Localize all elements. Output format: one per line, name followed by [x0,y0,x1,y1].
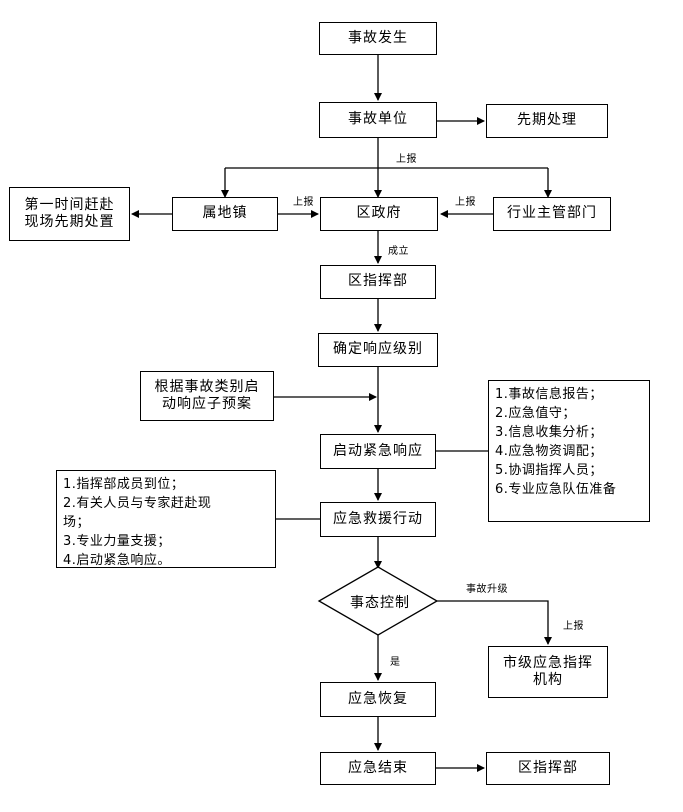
node-accident-unit-text: 事故单位 [348,111,408,128]
node-industry-dept-text: 行业主管部门 [507,205,597,222]
node-accident-unit: 事故单位 [319,102,437,138]
response-task-6: 6.专业应急队伍准备 [495,482,617,497]
hq-task-4: 4.启动紧急响应。 [63,553,171,568]
hq-task-2-cont: 场； [63,515,91,530]
decision-diamond [317,566,439,636]
response-task-4: 4.应急物资调配； [495,444,603,459]
node-district-hq: 区指挥部 [320,265,436,299]
arrow-control-to-city [437,600,552,645]
node-local-town: 属地镇 [172,197,278,231]
hq-task-3: 3.专业力量支援； [63,534,171,549]
node-first-time-arrive: 第一时间赶赴 现场先期处置 [9,187,130,241]
node-emergency-end-text: 应急结束 [348,759,408,776]
node-city-hq: 市级应急指挥 机构 [488,646,608,698]
node-start-emergency-response: 启动紧急响应 [320,434,436,469]
node-city-hq-text: 市级应急指挥 机构 [503,655,593,690]
node-activate-plan-line2: 动响应子预案 [162,396,252,412]
node-district-hq-text: 区指挥部 [348,273,408,290]
hq-task-2: 2.有关人员与专家赶赴现 [63,496,212,511]
node-industry-dept: 行业主管部门 [493,197,611,231]
response-task-5: 5.协调指挥人员； [495,463,603,478]
node-emergency-end: 应急结束 [320,752,436,785]
response-task-1: 1.事故信息报告； [495,387,603,402]
hq-task-1: 1.指挥部成员到位； [63,477,185,492]
label-escalate: 事故升级 [466,584,508,595]
label-report-up-top: 上报 [396,154,417,165]
node-first-time-arrive-text: 第一时间赶赴 现场先期处置 [25,197,115,232]
node-determine-level-text: 确定响应级别 [333,341,423,358]
node-response-tasks: 1.事故信息报告； 2.应急值守； 3.信息收集分析； 4.应急物资调配； 5.… [488,380,650,522]
node-activate-plan-text: 根据事故类别启 动响应子预案 [155,379,260,414]
label-report-up-city: 上报 [563,621,584,632]
node-activate-plan-line1: 根据事故类别启 [154,378,260,395]
node-rescue-action: 应急救援行动 [320,502,436,537]
label-report-up-left: 上报 [293,197,314,208]
response-task-3: 3.信息收集分析； [495,425,603,440]
node-hq-tasks-list: 1.指挥部成员到位； 2.有关人员与专家赶赴现 场； 3.专业力量支援； 4.启… [63,475,211,570]
node-accident-occurs: 事故发生 [319,22,437,55]
node-situation-control-text: 事态控制 [350,595,410,611]
node-district-government-text: 区政府 [356,205,402,222]
node-local-town-text: 属地镇 [202,205,248,222]
node-response-tasks-list: 1.事故信息报告； 2.应急值守； 3.信息收集分析； 4.应急物资调配； 5.… [495,385,616,499]
node-hq-tasks: 1.指挥部成员到位； 2.有关人员与专家赶赴现 场； 3.专业力量支援； 4.启… [56,470,276,568]
node-rescue-action-text: 应急救援行动 [333,510,423,527]
node-city-hq-line1: 市级应急指挥 [503,654,593,671]
node-initial-handling-text: 先期处理 [517,112,577,129]
label-establish: 成立 [388,246,409,257]
label-yes: 是 [390,657,401,668]
node-district-hq-final-text: 区指挥部 [518,759,578,776]
node-first-time-arrive-line1: 第一时间赶赴 [24,196,115,213]
response-task-2: 2.应急值守； [495,406,576,421]
node-first-time-arrive-line2: 现场先期处置 [24,214,115,230]
node-emergency-recovery-text: 应急恢复 [348,690,408,707]
node-start-emergency-response-text: 启动紧急响应 [333,442,423,459]
node-district-government: 区政府 [320,197,438,231]
node-city-hq-line2: 机构 [533,672,563,688]
node-district-hq-final: 区指挥部 [486,752,610,785]
node-emergency-recovery: 应急恢复 [320,682,436,717]
node-determine-level: 确定响应级别 [318,333,438,367]
node-initial-handling: 先期处理 [486,104,608,138]
node-activate-plan: 根据事故类别启 动响应子预案 [140,371,274,421]
node-accident-occurs-text: 事故发生 [348,29,408,46]
label-report-up-right: 上报 [455,197,476,208]
